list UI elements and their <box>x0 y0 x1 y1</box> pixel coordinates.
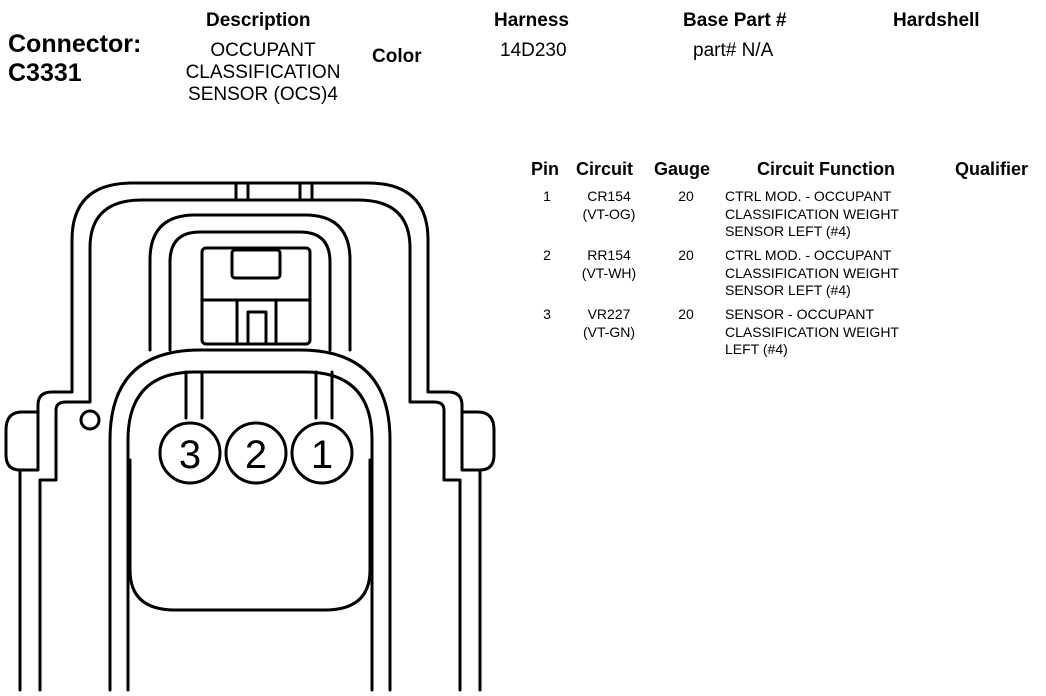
table-row: 3 VR227 (VT-GN) 20 SENSOR - OCCUPANT CLA… <box>530 306 1030 364</box>
keying-hole <box>79 409 101 431</box>
top-rib-left <box>234 181 250 202</box>
connector-label: Connector: <box>8 30 142 58</box>
circuit-color: (VT-GN) <box>582 323 636 340</box>
pin-1-label: 1 <box>311 433 333 477</box>
left-latch-tab <box>4 410 40 472</box>
color-heading: Color <box>372 46 422 67</box>
function-line: CLASSIFICATION WEIGHT <box>725 205 899 222</box>
table-row: 1 CR154 (VT-OG) 20 CTRL MOD. - OCCUPANT … <box>530 188 1030 246</box>
pin-cavity-floor <box>128 458 372 612</box>
connector-id: C3331 <box>8 59 82 87</box>
circuit-cell: RR154 (VT-WH) <box>574 247 644 282</box>
circuit-cell: CR154 (VT-OG) <box>574 188 644 223</box>
circuit-cell: VR227 (VT-GN) <box>574 306 644 341</box>
latch-housing-inner <box>168 230 332 352</box>
description-value: OCCUPANT CLASSIFICATION SENSOR (OCS)4 <box>172 40 354 106</box>
function-line: CTRL MOD. - OCCUPANT <box>725 247 892 263</box>
right-latch-tab <box>460 410 496 472</box>
function-line: SENSOR - OCCUPANT <box>725 306 875 322</box>
circuit-id: RR154 <box>587 247 631 263</box>
connector-inner-shell <box>38 198 462 692</box>
description-line: CLASSIFICATION <box>185 62 341 83</box>
pin-post-3 <box>184 370 204 420</box>
col-header-circuit-function: Circuit Function <box>757 159 895 179</box>
function-line: LEFT (#4) <box>725 341 788 357</box>
col-header-gauge: Gauge <box>654 159 711 179</box>
gauge-cell: 20 <box>678 247 694 263</box>
cavity-outer-wall <box>108 348 392 692</box>
pin-number: 2 <box>543 247 551 263</box>
description-line: SENSOR (OCS)4 <box>188 84 338 105</box>
pin-2-label: 2 <box>245 433 267 477</box>
function-cell: CTRL MOD. - OCCUPANT CLASSIFICATION WEIG… <box>725 247 955 300</box>
gauge-cell: 20 <box>678 306 694 322</box>
circuit-id: CR154 <box>587 188 631 204</box>
description-line: OCCUPANT <box>210 40 316 61</box>
latch-body <box>200 246 312 346</box>
col-header-qualifier: Qualifier <box>955 159 1029 179</box>
function-line: SENSOR LEFT (#4) <box>725 282 851 298</box>
pin-number: 1 <box>543 188 551 204</box>
pin-post-1 <box>314 370 334 420</box>
gauge-cell: 20 <box>678 188 694 204</box>
pin-cavity <box>126 370 374 692</box>
latch-housing <box>148 213 352 352</box>
circuit-color: (VT-OG) <box>582 205 636 222</box>
pin-3-circle <box>158 421 222 485</box>
table-row: 2 RR154 (VT-WH) 20 CTRL MOD. - OCCUPANT … <box>530 247 1030 305</box>
connector-outer-shell <box>18 181 482 692</box>
circuit-color: (VT-WH) <box>581 264 637 281</box>
top-rib-right <box>298 181 314 202</box>
description-heading: Description <box>206 10 311 31</box>
function-line: SENSOR LEFT (#4) <box>725 223 851 239</box>
pin-number: 3 <box>543 306 551 322</box>
pin-1-circle <box>290 421 354 485</box>
col-header-pin: Pin <box>531 159 560 179</box>
circuit-id: VR227 <box>587 306 631 322</box>
harness-value: 14D230 <box>500 40 567 61</box>
function-line: CLASSIFICATION WEIGHT <box>725 323 899 340</box>
function-line: CLASSIFICATION WEIGHT <box>725 264 899 281</box>
hardshell-heading: Hardshell <box>893 10 980 31</box>
pin-2-circle <box>224 421 288 485</box>
col-header-circuit: Circuit <box>576 159 634 179</box>
function-cell: CTRL MOD. - OCCUPANT CLASSIFICATION WEIG… <box>725 188 955 241</box>
latch-slot <box>235 298 278 346</box>
function-cell: SENSOR - OCCUPANT CLASSIFICATION WEIGHT … <box>725 306 955 359</box>
base-part-value: part# N/A <box>693 40 774 61</box>
connector-title: Connector: C3331 <box>8 30 141 88</box>
latch-button <box>230 248 282 280</box>
function-line: CTRL MOD. - OCCUPANT <box>725 188 892 204</box>
harness-heading: Harness <box>494 10 569 31</box>
base-part-heading: Base Part # <box>683 10 787 31</box>
pin-3-label: 3 <box>179 433 201 477</box>
